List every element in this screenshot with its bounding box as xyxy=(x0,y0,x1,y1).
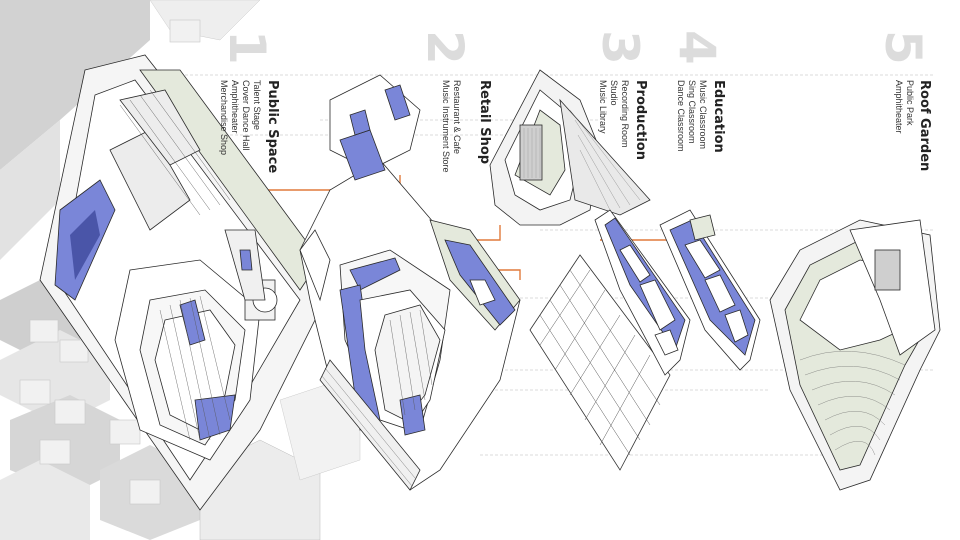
layer-2-retail xyxy=(299,74,521,491)
section-2-items: Restaurant & Cafe Music Instrument Store xyxy=(440,80,462,173)
section-1-item: Merchandise Shop xyxy=(219,80,229,156)
section-2-title: Retail Shop xyxy=(477,80,492,165)
section-4-number: 4 xyxy=(668,30,726,65)
section-1-number: 1 xyxy=(218,30,276,65)
section-4-title: Education xyxy=(711,80,726,153)
section-3-title: Production xyxy=(633,80,648,160)
section-5-number: 5 xyxy=(874,30,932,65)
section-3-item: Studio xyxy=(609,80,619,106)
section-1-item: Talent Stage xyxy=(252,80,262,131)
layer-5-roof-garden xyxy=(769,219,941,491)
section-2-item: Music Instrument Store xyxy=(441,80,451,173)
section-3-item: Recording Room xyxy=(620,80,630,148)
section-1-item: Amphitheater xyxy=(230,80,240,134)
section-5-title: Roof Garden xyxy=(917,80,932,172)
section-3-number: 3 xyxy=(591,30,649,65)
layer-4-education xyxy=(659,209,761,371)
section-5-item: Public Park xyxy=(905,80,915,126)
section-1-items: Talent Stage Cover Dance Hall Amphitheat… xyxy=(218,80,262,155)
section-1-title: Public Space xyxy=(265,80,280,174)
section-3-item: Music Library xyxy=(598,80,608,134)
section-5-items: Public Park Amphitheater xyxy=(893,80,915,134)
section-2-item: Restaurant & Cafe xyxy=(452,80,462,155)
section-4-item: Sing Classroom xyxy=(687,80,697,144)
section-2-number: 2 xyxy=(416,30,474,65)
section-4-item: Music Classroom xyxy=(698,80,708,150)
layer-1-public-space xyxy=(39,54,331,511)
section-5-item: Amphitheater xyxy=(894,80,904,134)
layer-3-production xyxy=(489,69,691,471)
section-3-items: Recording Room Studio Music Library xyxy=(597,80,630,148)
section-1-item: Cover Dance Hall xyxy=(241,80,251,151)
section-4-item: Dance Classroom xyxy=(676,80,686,152)
section-4-items: Music Classroom Sing Classroom Dance Cla… xyxy=(675,80,708,152)
